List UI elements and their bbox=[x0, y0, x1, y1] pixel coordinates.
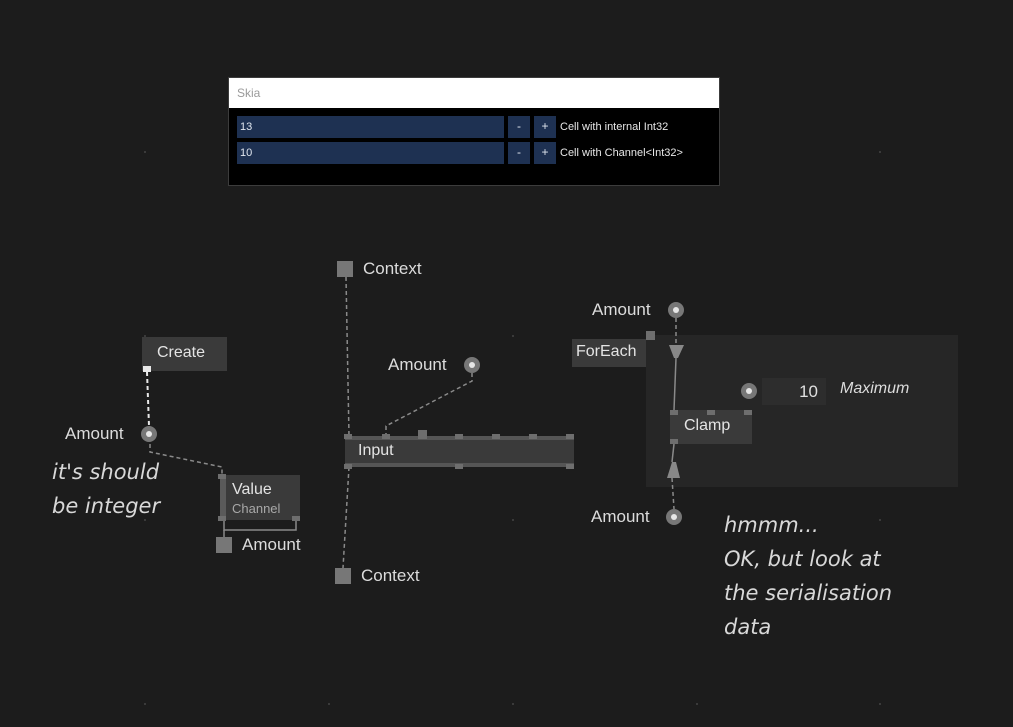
wire-splicer-to-amount bbox=[671, 477, 675, 510]
maximum-value-box[interactable]: 10 bbox=[762, 378, 826, 405]
int32-increment-button[interactable]: + bbox=[534, 116, 556, 138]
int32-value-field[interactable]: 13 bbox=[237, 116, 504, 138]
channel-decrement-button[interactable]: - bbox=[508, 142, 530, 164]
value-node-title: Value bbox=[232, 481, 272, 498]
foreach-node[interactable]: ForEach bbox=[572, 339, 646, 367]
create-node[interactable]: Create bbox=[142, 337, 227, 371]
amount-left-pad[interactable] bbox=[141, 426, 157, 442]
foreach-input-splicer bbox=[669, 345, 684, 358]
foreach-input-pin[interactable] bbox=[646, 331, 655, 340]
maximum-pad[interactable] bbox=[741, 383, 757, 399]
input-output-pin-3[interactable] bbox=[566, 464, 574, 469]
wire-splicer-to-clamp bbox=[673, 357, 677, 411]
comment-integer: it's should be integer bbox=[52, 455, 160, 523]
clamp-max-pin[interactable] bbox=[744, 410, 752, 415]
amount-foreach-in-label: Amount bbox=[592, 300, 651, 319]
amount-input-label: Amount bbox=[388, 355, 447, 374]
context-bottom-pad[interactable] bbox=[335, 568, 351, 584]
channel-increment-button[interactable]: + bbox=[534, 142, 556, 164]
input-output-pin-context[interactable] bbox=[344, 464, 352, 469]
value-output-pin[interactable] bbox=[218, 516, 226, 521]
skia-window-title: Skia bbox=[229, 78, 719, 108]
input-pin-amount[interactable] bbox=[382, 434, 390, 439]
context-top-label: Context bbox=[363, 259, 422, 278]
context-top-pad[interactable] bbox=[337, 261, 353, 277]
amount-value-out-pad[interactable] bbox=[216, 537, 232, 553]
comment-serialisation: hmmm... OK, but look at the serialisatio… bbox=[724, 508, 892, 644]
input-node[interactable]: Input bbox=[345, 436, 574, 467]
comment-serialisation-line-2: OK, but look at bbox=[724, 547, 881, 571]
clamp-node-title: Clamp bbox=[684, 417, 731, 434]
value-node-subtitle: Channel bbox=[232, 501, 281, 516]
int32-row-label: Cell with internal Int32 bbox=[560, 121, 669, 133]
skia-window: Skia 13 - + Cell with internal Int32 10 … bbox=[228, 77, 720, 186]
input-pin-7[interactable] bbox=[566, 434, 574, 439]
amount-input-pad[interactable] bbox=[464, 357, 480, 373]
value-node-bar bbox=[220, 475, 226, 520]
comment-integer-line-1: it's should bbox=[52, 460, 160, 484]
clamp-input-pin[interactable] bbox=[670, 410, 678, 415]
channel-value-field[interactable]: 10 bbox=[237, 142, 504, 164]
create-node-title: Create bbox=[157, 344, 206, 361]
foreach-output-splicer bbox=[667, 462, 680, 478]
context-bottom-label: Context bbox=[361, 566, 420, 585]
input-pin-3[interactable] bbox=[418, 430, 427, 439]
wire-amount-to-value bbox=[149, 444, 223, 478]
input-output-pin-2[interactable] bbox=[455, 464, 463, 469]
wire-input-to-context-bottom bbox=[342, 466, 350, 569]
wire-value-to-amount bbox=[223, 518, 297, 531]
amount-left-label: Amount bbox=[65, 424, 124, 443]
value-output-pin-2[interactable] bbox=[292, 516, 300, 521]
int32-decrement-button[interactable]: - bbox=[508, 116, 530, 138]
amount-foreach-out-pad[interactable] bbox=[666, 509, 682, 525]
input-node-title: Input bbox=[358, 442, 394, 459]
wire-amount-to-input bbox=[385, 373, 473, 436]
amount-foreach-in-pad[interactable] bbox=[668, 302, 684, 318]
comment-integer-line-2: be integer bbox=[52, 494, 161, 518]
comment-serialisation-line-4: data bbox=[724, 615, 772, 639]
clamp-node[interactable]: Clamp bbox=[670, 410, 752, 444]
comment-serialisation-line-1: hmmm... bbox=[724, 513, 819, 537]
channel-row-label: Cell with Channel<Int32> bbox=[560, 147, 683, 159]
input-pin-4[interactable] bbox=[455, 434, 463, 439]
foreach-node-title: ForEach bbox=[576, 343, 637, 360]
amount-foreach-out-label: Amount bbox=[591, 507, 650, 526]
maximum-label: Maximum bbox=[840, 380, 910, 397]
clamp-output-pin[interactable] bbox=[670, 439, 678, 444]
amount-value-out-label: Amount bbox=[242, 535, 301, 554]
value-input-pin[interactable] bbox=[218, 474, 226, 479]
value-node[interactable]: Value Channel bbox=[220, 475, 300, 520]
input-pin-6[interactable] bbox=[529, 434, 537, 439]
clamp-min-pin[interactable] bbox=[707, 410, 715, 415]
comment-serialisation-line-3: the serialisation bbox=[724, 581, 893, 605]
wire-context-top-to-input bbox=[345, 276, 350, 437]
wire-clamp-to-splicer bbox=[671, 443, 675, 463]
wire-create-to-amount bbox=[146, 371, 150, 427]
create-output-pin[interactable] bbox=[143, 366, 151, 372]
input-pin-context[interactable] bbox=[344, 434, 352, 439]
input-pin-5[interactable] bbox=[492, 434, 500, 439]
